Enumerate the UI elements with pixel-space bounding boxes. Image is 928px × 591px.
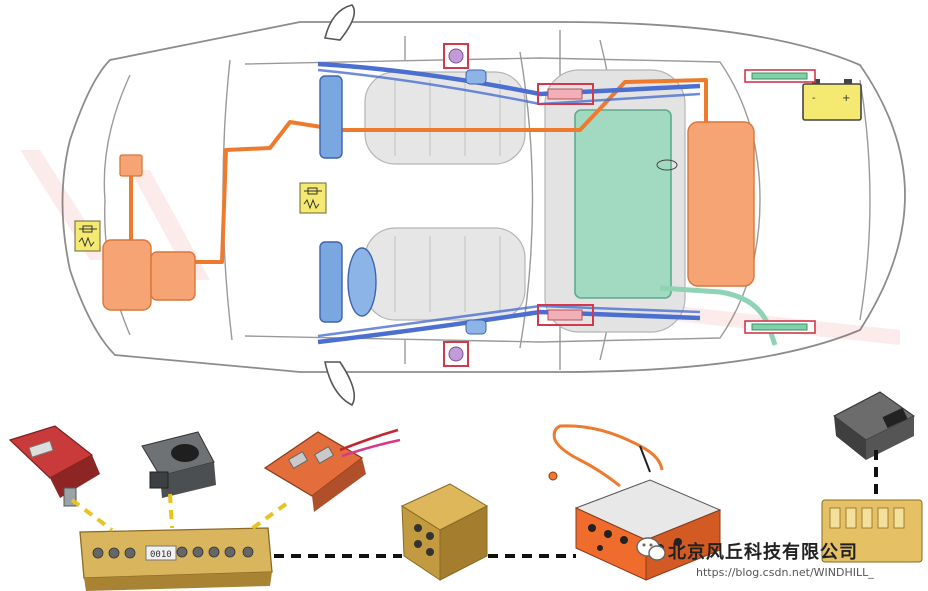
blue-pad-top (319, 75, 343, 159)
svg-text:-: - (812, 93, 816, 104)
busbar-module (263, 428, 401, 512)
battery-service-port (656, 159, 678, 171)
blue-small-bottom (465, 319, 487, 335)
probe-clip (548, 471, 558, 481)
door-sensor-bottom (443, 341, 469, 367)
gold-io-module (821, 499, 923, 563)
gold-daq-box (400, 483, 489, 581)
front-seat-top (364, 71, 526, 165)
daq-module-strip: 0010 (79, 527, 273, 591)
front-small-module (119, 154, 143, 177)
battery-icon: - + (802, 79, 862, 121)
rear-orange-module (687, 121, 755, 287)
watermark-url: https://blog.csdn.net/WINDHILL_ (696, 566, 874, 579)
front-inverter-unit (150, 251, 196, 301)
blue-rail-bottom (317, 304, 701, 345)
blue-small-top (465, 69, 487, 85)
yellow-dashed-links (70, 493, 288, 532)
red-safety-switch (8, 425, 100, 507)
daq-module-label: 0010 (150, 550, 172, 560)
front-motor-unit (102, 239, 152, 311)
black-dashed-links (274, 450, 878, 558)
side-mirror-top (324, 4, 356, 41)
current-sensor (141, 431, 216, 498)
rear-sensor-bar-top (744, 69, 816, 83)
wechat-icon (636, 537, 666, 561)
resistor-sensor-icon (299, 182, 327, 214)
hv-battery-pack (574, 109, 672, 299)
side-mirror-bottom (324, 361, 356, 407)
resistor-sensor-icon (74, 220, 101, 252)
rail-marker-top (537, 83, 594, 105)
front-seat-bottom (364, 227, 526, 321)
svg-text:+: + (842, 93, 850, 104)
ecu-controller (833, 391, 915, 460)
blue-pad-bottom (319, 241, 343, 323)
rear-sensor-bar-bottom (744, 320, 816, 334)
blue-rail-top (317, 61, 701, 106)
door-sensor-top (443, 43, 469, 69)
watermark-company: 北京风丘科技有限公司 (668, 542, 858, 563)
blue-oval-bottom (347, 247, 377, 317)
rail-marker-bottom (537, 304, 594, 326)
